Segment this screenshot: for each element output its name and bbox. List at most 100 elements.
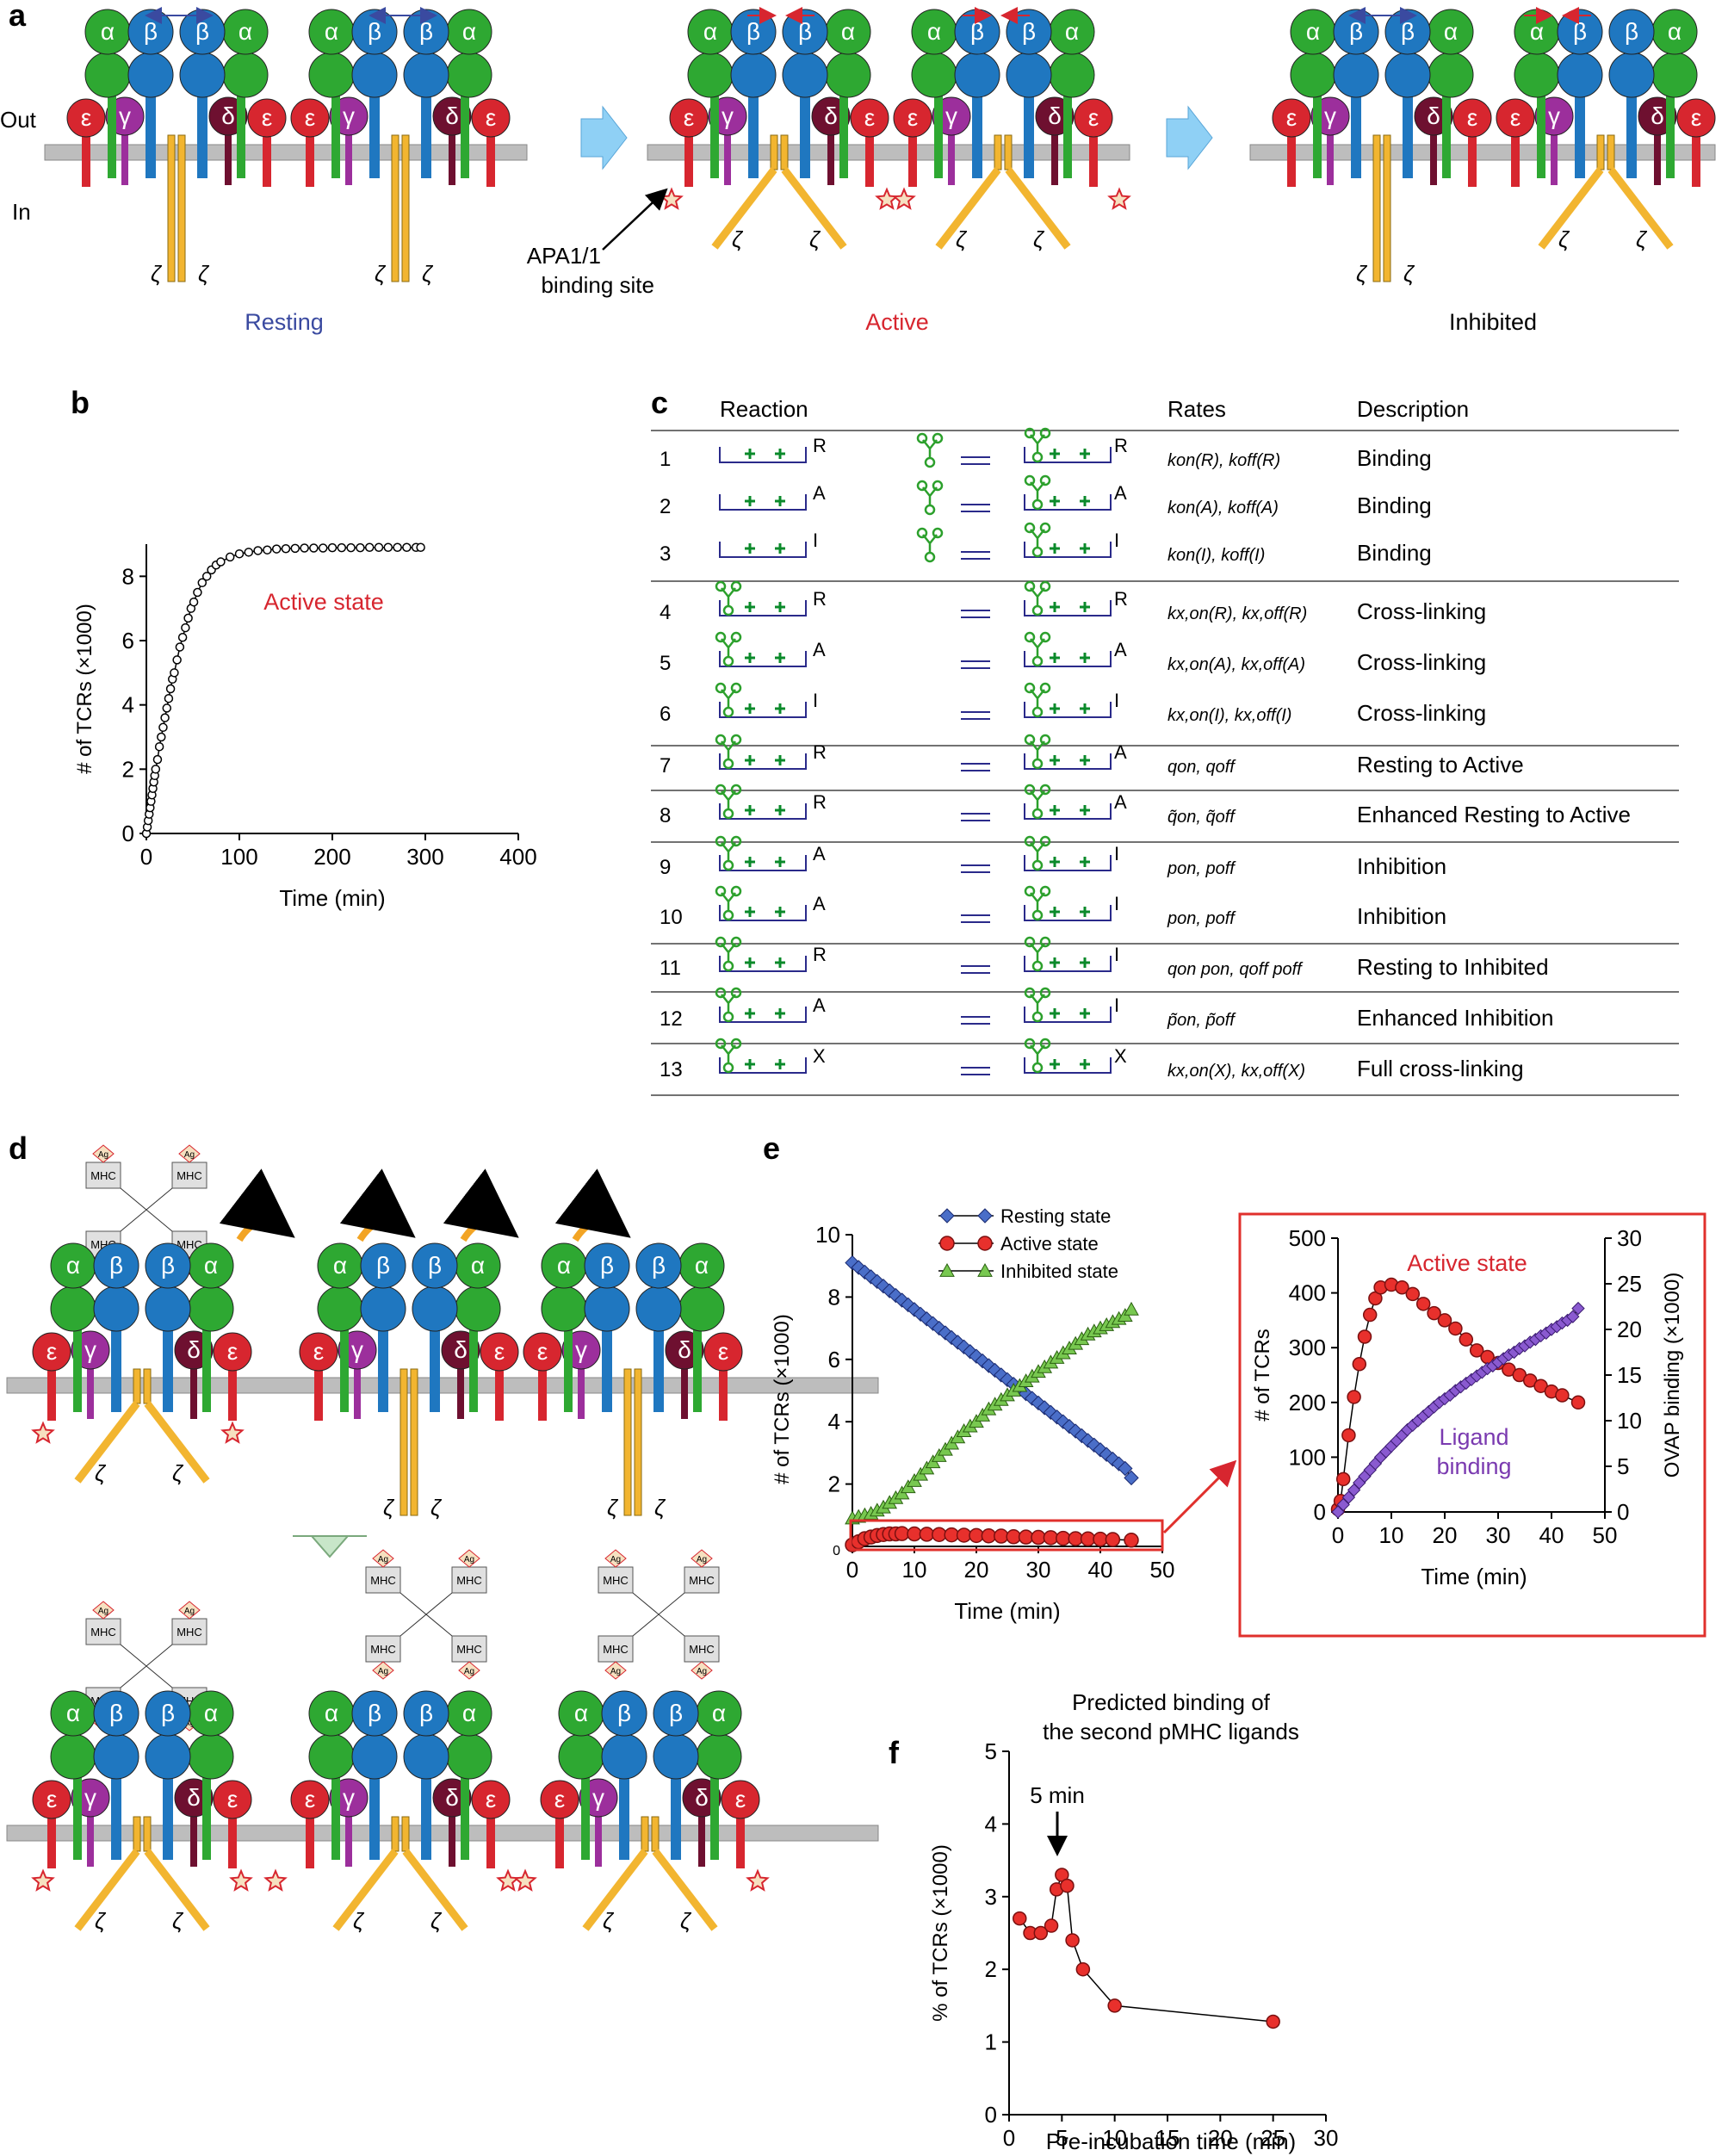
ligand-stem (1030, 587, 1045, 607)
beta-domain (1557, 52, 1603, 98)
ligand-stem (1030, 481, 1045, 501)
ag-label: Ag (378, 1667, 388, 1676)
zeta-chain (143, 1368, 152, 1404)
right-state: A (1114, 482, 1127, 504)
zeta-label: ζ (654, 1495, 666, 1521)
beta-stem (111, 1317, 121, 1412)
legend-label: Active state (1000, 1233, 1099, 1255)
data-point (932, 1527, 947, 1542)
y-axis-label: # of TCRs (1251, 1329, 1274, 1422)
receptor-cluster (719, 542, 807, 558)
ag-label: Ag (610, 1555, 621, 1564)
subunit-epsilon (32, 1780, 71, 1819)
stem (354, 1350, 361, 1419)
stem (555, 1800, 564, 1868)
glyph-alpha: α (927, 18, 941, 45)
stem (1551, 116, 1558, 185)
left-state: A (813, 994, 826, 1016)
ligand-stem (1030, 1044, 1045, 1064)
left-state: A (813, 843, 826, 864)
glyph-beta: β (109, 1252, 123, 1279)
y-axis-label: # of TCRs (×1000) (771, 1314, 794, 1484)
data-point (1013, 1911, 1027, 1926)
row-number: 9 (660, 856, 671, 879)
ligand-head (924, 551, 936, 563)
annotation: Active state (1407, 1250, 1527, 1276)
alpha-stem (73, 1774, 82, 1860)
data-point (201, 572, 212, 581)
panel-f-letter: f (889, 1735, 900, 1770)
description: Full cross-linking (1357, 1056, 1524, 1081)
stem (1051, 116, 1058, 185)
rates: kx,on(R), kx,off(R) (1167, 604, 1307, 623)
mhc-label: MHC (370, 1574, 396, 1587)
glyph-beta: β (1349, 18, 1363, 45)
subunit-epsilon (703, 1332, 743, 1372)
zeta-chain (1596, 134, 1605, 170)
ligand-head (730, 835, 742, 847)
data-point (183, 613, 193, 623)
beta-domain (782, 52, 828, 98)
ligand-head (1024, 936, 1036, 948)
zeta-label: ζ (1033, 226, 1045, 252)
zeta-label: ζ (198, 261, 210, 287)
ligand-head (1031, 1011, 1044, 1023)
zeta-chain (167, 134, 176, 282)
row-number: 2 (660, 495, 671, 518)
glyph-epsilon: ε (684, 104, 694, 131)
ligand-stem (721, 842, 736, 862)
ligand-head (730, 885, 742, 897)
alpha-stem (1442, 92, 1451, 178)
subunit-epsilon (213, 1332, 252, 1372)
y-tick-label: 400 (1289, 1280, 1326, 1306)
beta-domain (1608, 52, 1655, 98)
mhc-label: MHC (90, 1626, 116, 1639)
description: Binding (1357, 445, 1432, 471)
y2-tick-label: 30 (1617, 1225, 1642, 1251)
mhc-label: MHC (689, 1574, 715, 1587)
data-point (197, 578, 207, 588)
data-point (994, 1528, 1009, 1544)
ag-diamond (92, 1601, 115, 1620)
alpha-domain (455, 1286, 501, 1332)
data-point (1448, 1321, 1463, 1336)
y-tick-label: 0 (985, 2102, 997, 2128)
zeta-splayed (781, 167, 847, 250)
alpha-domain (1651, 52, 1698, 98)
ligand-stem (721, 587, 736, 607)
data-point (894, 1526, 910, 1541)
y2-tick-label: 0 (1617, 1499, 1629, 1525)
x-tick-label: 10 (902, 1557, 927, 1583)
data-point (374, 542, 384, 552)
ligand-head (924, 504, 936, 516)
glyph-epsilon: ε (735, 1786, 746, 1812)
ligand-head (730, 1038, 742, 1050)
ligand-stem (721, 892, 736, 912)
ligand-head (722, 1011, 734, 1023)
y-tick-label: 500 (1289, 1225, 1326, 1251)
alpha-stem (331, 1774, 340, 1860)
stem (306, 118, 314, 187)
ligand-stem (721, 790, 736, 810)
beta-stem (163, 1765, 173, 1860)
ligand-head (1031, 960, 1044, 972)
x-axis-label: Time (min) (1421, 1564, 1527, 1589)
alpha-domain (188, 1733, 234, 1780)
glyph-delta: δ (1427, 102, 1440, 129)
beta-domain (601, 1733, 647, 1780)
zeta-splayed (1005, 167, 1071, 250)
zeta-label: ζ (151, 261, 163, 287)
data-point (151, 765, 161, 774)
origin-label: 0 (833, 1544, 840, 1558)
row-number: 6 (660, 703, 671, 726)
description: Inhibition (1357, 903, 1446, 929)
glyph-alpha: α (204, 1252, 218, 1279)
ligand-head (1024, 1038, 1036, 1050)
ligand-stem (922, 486, 938, 506)
